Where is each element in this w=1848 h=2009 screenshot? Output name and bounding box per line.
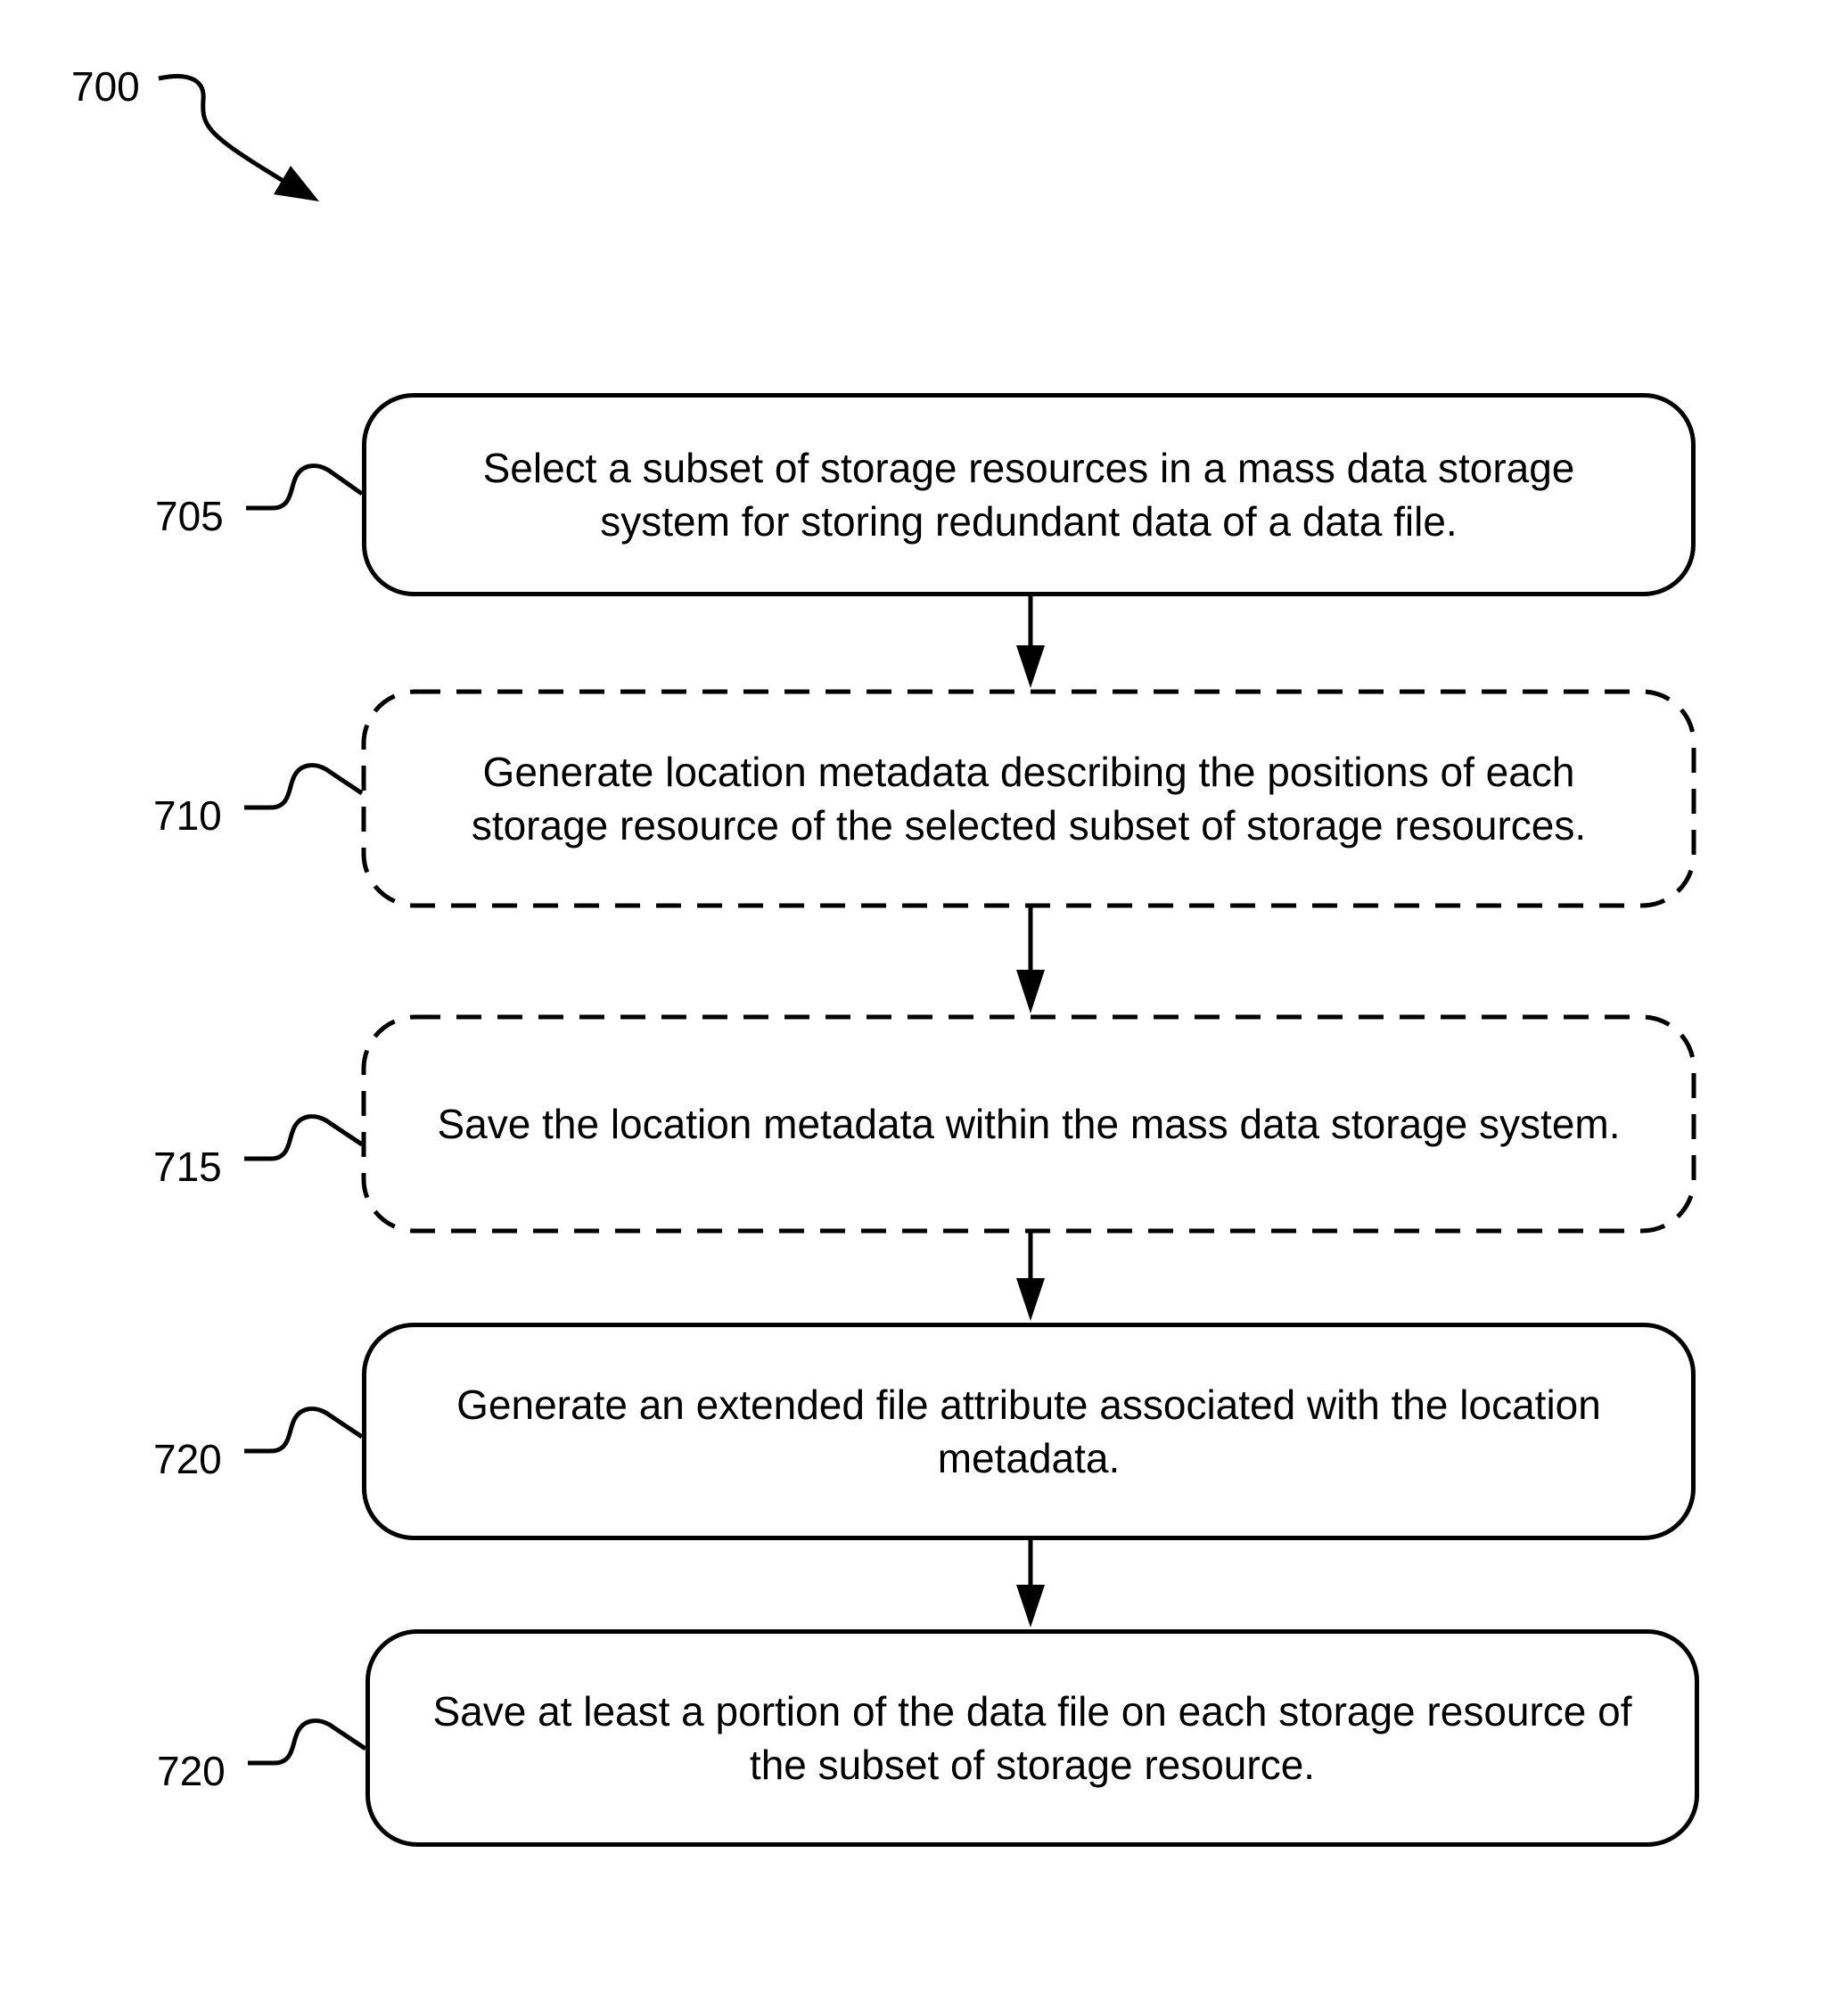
step-text: Select a subset of storage resources in …: [483, 441, 1575, 548]
figure-label: 700: [71, 66, 140, 107]
step-text: Generate an extended file attribute asso…: [456, 1378, 1601, 1485]
process-step-box: Generate an extended file attribute asso…: [362, 1323, 1696, 1540]
process-step-box: Generate location metadata describing th…: [362, 690, 1696, 907]
leader-line-715: [244, 1117, 362, 1159]
step-text: Generate location metadata describing th…: [472, 745, 1586, 852]
step-ref-label: 715: [153, 1146, 222, 1187]
figure-reference-arrowhead: [274, 166, 319, 201]
step-ref-label: 720: [153, 1439, 222, 1480]
step-ref-label: 720: [157, 1751, 226, 1792]
step-text: Save the location metadata within the ma…: [437, 1097, 1620, 1151]
process-step-box: Save at least a portion of the data file…: [365, 1629, 1699, 1847]
process-step-box: Save the location metadata within the ma…: [362, 1015, 1696, 1233]
flow-arrow-715-720: [1016, 1231, 1045, 1321]
flow-arrow-720-720: [1016, 1540, 1045, 1628]
leader-line-720-b: [248, 1721, 365, 1763]
leader-line-710: [244, 766, 362, 808]
process-step-box: Select a subset of storage resources in …: [362, 393, 1696, 596]
leader-line-720-a: [244, 1409, 362, 1451]
leader-line-705: [246, 466, 362, 508]
step-ref-label: 705: [155, 496, 224, 537]
flow-arrow-705-710: [1016, 596, 1045, 688]
step-text: Save at least a portion of the data file…: [432, 1685, 1631, 1792]
figure-reference-arrow: [159, 76, 291, 185]
step-ref-label: 710: [153, 795, 222, 836]
flow-arrow-710-715: [1016, 906, 1045, 1013]
